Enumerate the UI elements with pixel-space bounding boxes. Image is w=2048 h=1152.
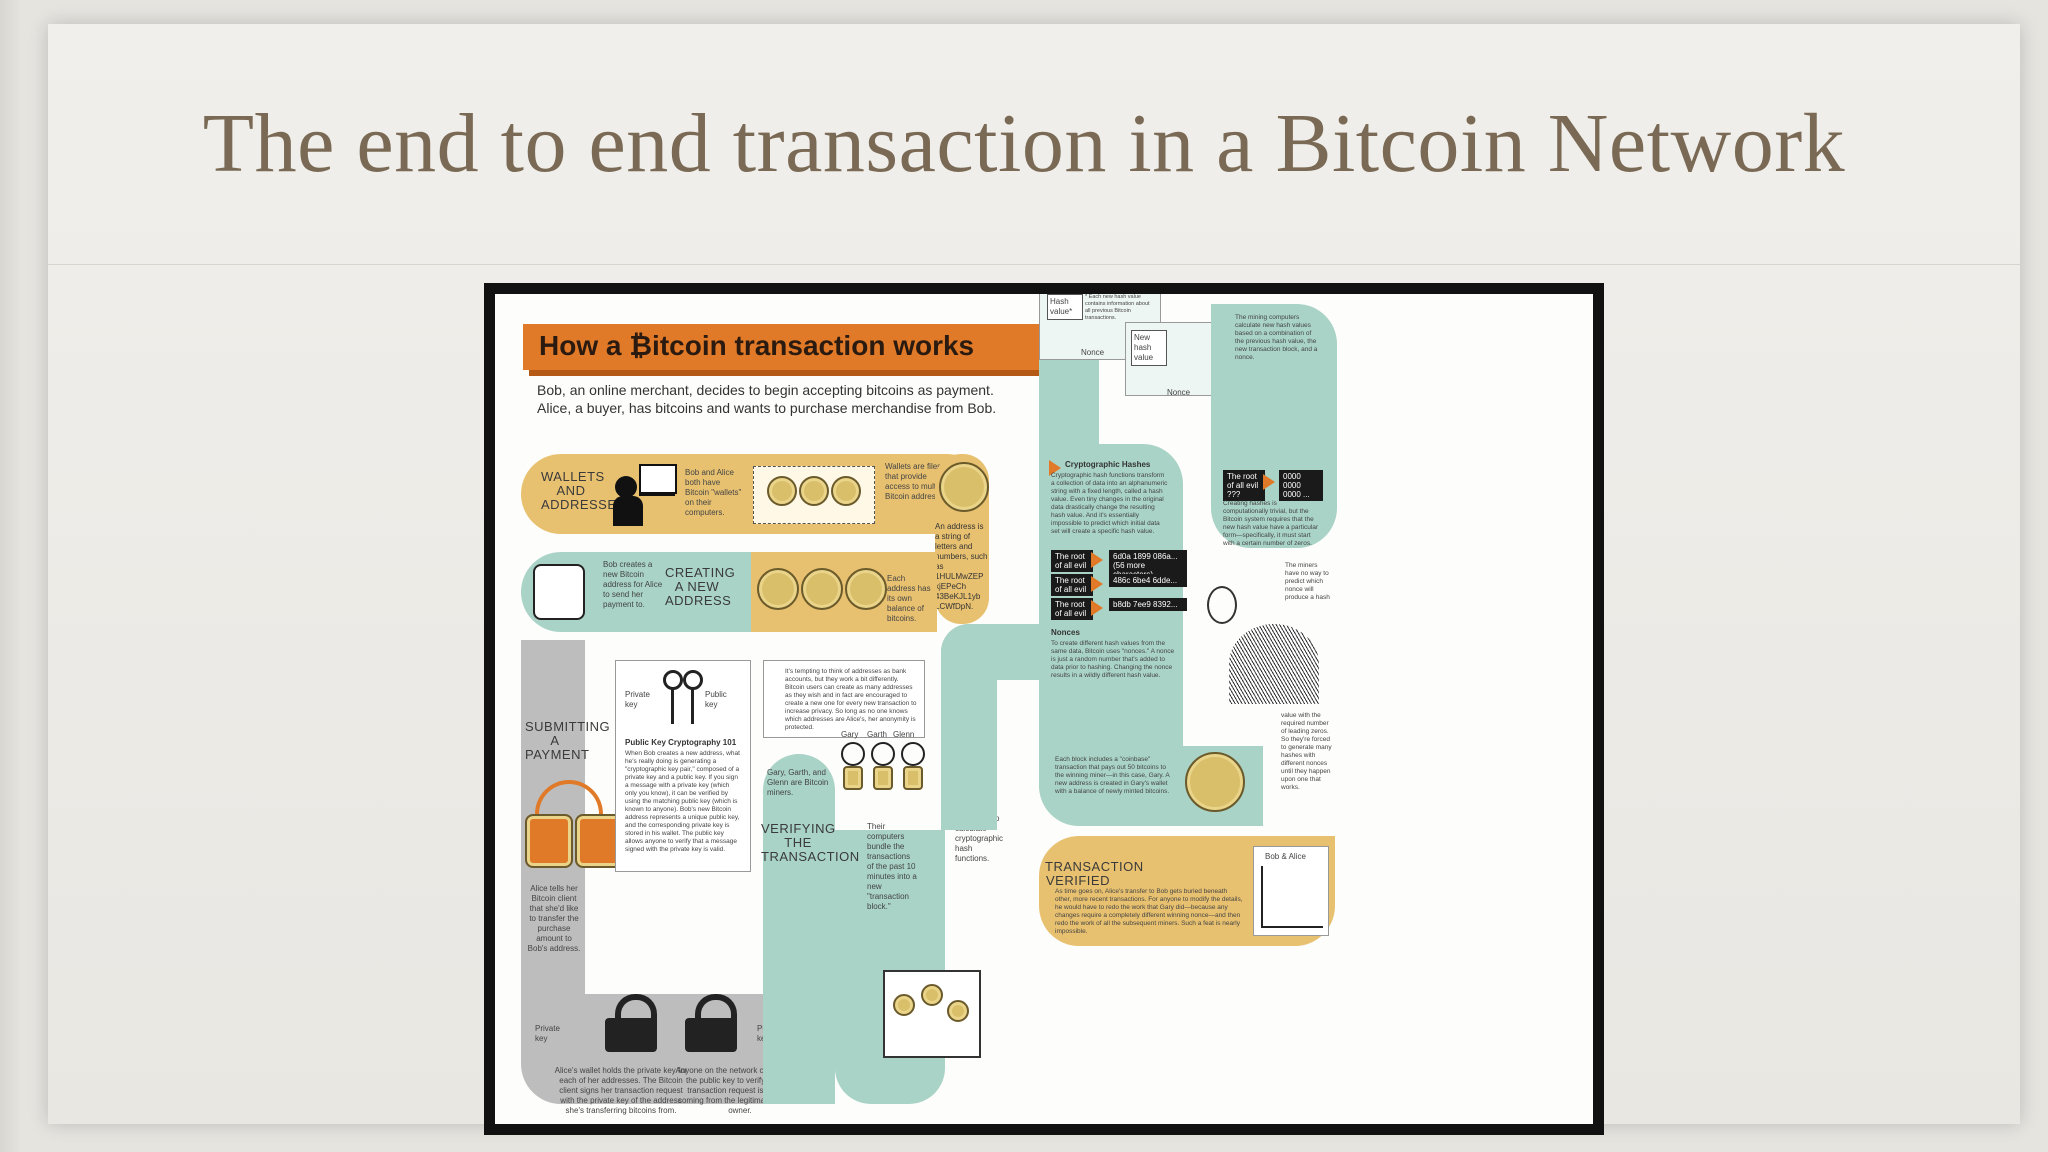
- wallet-note: Bob and Alice both have Bitcoin "wallets…: [685, 468, 742, 517]
- coinbase-note: Each block includes a "coinbase" transac…: [1055, 756, 1170, 795]
- coin-icon: [799, 476, 829, 506]
- slide-title: The end to end transaction in a Bitcoin …: [202, 97, 1846, 190]
- bob-alice-label: Bob & Alice: [1265, 852, 1306, 861]
- haystack-icon: [1229, 624, 1319, 704]
- creating-hashes-note: Creating hashes is computationally trivi…: [1223, 500, 1319, 547]
- miner-name-gary: Gary: [841, 730, 859, 739]
- alice-tells-note: Alice tells her Bitcoin client that she'…: [527, 884, 581, 953]
- pkc-private-key-label: Private key: [625, 690, 650, 709]
- private-lock-icon: [605, 994, 657, 1052]
- coin-container-left: [525, 814, 573, 868]
- network-public-note: Anyone on the network can now use the pu…: [675, 1066, 805, 1115]
- mining-calc-note: The mining computers calculate new hash …: [1235, 314, 1318, 361]
- crypto-hash-body: Cryptographic hash functions transform a…: [1051, 472, 1168, 535]
- anonymity-note: It's tempting to think of addresses as b…: [785, 668, 917, 731]
- balance-note: Each address has its own balance of bitc…: [887, 574, 931, 623]
- transfer-arrow-icon: [535, 780, 603, 824]
- arrow-icon: [1091, 600, 1103, 616]
- pkc-public-key-label: Public key: [705, 690, 727, 709]
- nonce-label-1: Nonce: [1081, 348, 1105, 357]
- verifying-label: VERIFYING THE TRANSACTION: [761, 821, 860, 864]
- new-hash-1: New hash value: [1131, 330, 1167, 366]
- block-coin: [921, 984, 943, 1006]
- crypto-hash-title: Cryptographic Hashes: [1065, 460, 1151, 469]
- pkc-body: When Bob creates a new address, what he'…: [625, 750, 740, 853]
- root-of-evil-3: The root of all evil: [1051, 598, 1093, 620]
- headline-text: How a ₿itcoin transaction works: [539, 330, 975, 361]
- pkc-box: [615, 660, 751, 872]
- submitting-label: SUBMITTING A PAYMENT: [525, 719, 611, 762]
- hash-note: * Each new hash value contains informati…: [1085, 294, 1150, 321]
- root-of-evil-2: The root of all evil: [1051, 574, 1093, 596]
- intro-line-1: Bob, an online merchant, decides to begi…: [537, 382, 994, 398]
- hash-result-3: b8db 7ee9 8392...: [1109, 598, 1187, 611]
- anonymity-box: [763, 660, 925, 738]
- address-string-note: An address is a string of letters and nu…: [935, 522, 988, 611]
- verified-body: As time goes on, Alice's transfer to Bob…: [1055, 888, 1243, 935]
- zeros-note: value with the required number of leadin…: [1281, 712, 1332, 791]
- root-of-evil-question: The root of all evil ???: [1223, 470, 1265, 501]
- user-at-computer: [613, 464, 677, 528]
- zeros-hash: 0000 0000 0000 ...: [1279, 470, 1323, 501]
- nonce-label-2: Nonce: [1167, 388, 1191, 397]
- coin-icon: [831, 476, 861, 506]
- slide-left-edge: [0, 0, 22, 1152]
- intro-line-2: Alice, a buyer, has bitcoins and wants t…: [537, 400, 997, 416]
- wallets-label: WALLETS AND ADDRESSES: [541, 469, 626, 512]
- keys-icon: [663, 670, 703, 726]
- miners-predict-note: The miners have no way to predict which …: [1285, 562, 1330, 601]
- pkc-title: Public Key Cryptography 101: [625, 738, 737, 747]
- arrow-icon: [1263, 474, 1275, 490]
- public-lock-icon: [685, 994, 737, 1052]
- miners-figures-icon: [841, 742, 941, 816]
- coin-stack-icon: [801, 568, 843, 610]
- miner-name-garth: Garth: [867, 730, 888, 739]
- creating-label: CREATING A NEW ADDRESS: [665, 565, 736, 608]
- coin-stack-icon: [757, 568, 799, 610]
- block-coin: [947, 1000, 969, 1022]
- coin-stack-icon: [845, 568, 887, 610]
- bundle-note: Their computers bundle the transactions …: [867, 822, 917, 911]
- nonces-body: To create different hash values from the…: [1051, 640, 1175, 679]
- arrow-icon: [1091, 576, 1103, 592]
- stacked-locks-icon: [1261, 866, 1323, 928]
- headline-banner: [523, 324, 1083, 370]
- miners-note: Gary, Garth, and Glenn are Bitcoin miner…: [767, 768, 829, 797]
- miner-name-glenn: Glenn: [893, 730, 915, 739]
- verifying-connector: [835, 830, 945, 1104]
- coin-icon: [767, 476, 797, 506]
- mining-right-column: [1211, 304, 1337, 548]
- bitcoin-infographic: How a ₿itcoin transaction works Bob, an …: [495, 294, 1593, 1124]
- new-address-note: Bob creates a new Bitcoin address for Al…: [603, 560, 663, 609]
- wallet-private-note: Alice's wallet holds the private key for…: [554, 1066, 688, 1115]
- hash-result-2: 486c 6be4 6dde...: [1109, 574, 1187, 587]
- hash-value-label: Hash value*: [1047, 294, 1083, 320]
- needle-bubble-icon: [1207, 586, 1237, 624]
- coinbase-coin-icon: [1185, 752, 1245, 812]
- arrow-icon: [1091, 552, 1103, 568]
- coin-stack-icon: [939, 462, 989, 512]
- title-divider: [48, 264, 2020, 265]
- root-of-evil-1: The root of all evil: [1051, 550, 1093, 572]
- new-address-container-icon: [533, 564, 585, 620]
- play-icon: [1049, 460, 1061, 476]
- verifying-band: [763, 754, 835, 1104]
- private-key-label: Private key: [535, 1024, 560, 1043]
- block-coin: [893, 994, 915, 1016]
- nonces-title: Nonces: [1051, 628, 1080, 637]
- verified-label: TRANSACTION VERIFIED: [1045, 859, 1144, 888]
- wallet-files-note: Wallets are files that provide access to…: [885, 462, 951, 501]
- block-stack-box: [1253, 846, 1329, 936]
